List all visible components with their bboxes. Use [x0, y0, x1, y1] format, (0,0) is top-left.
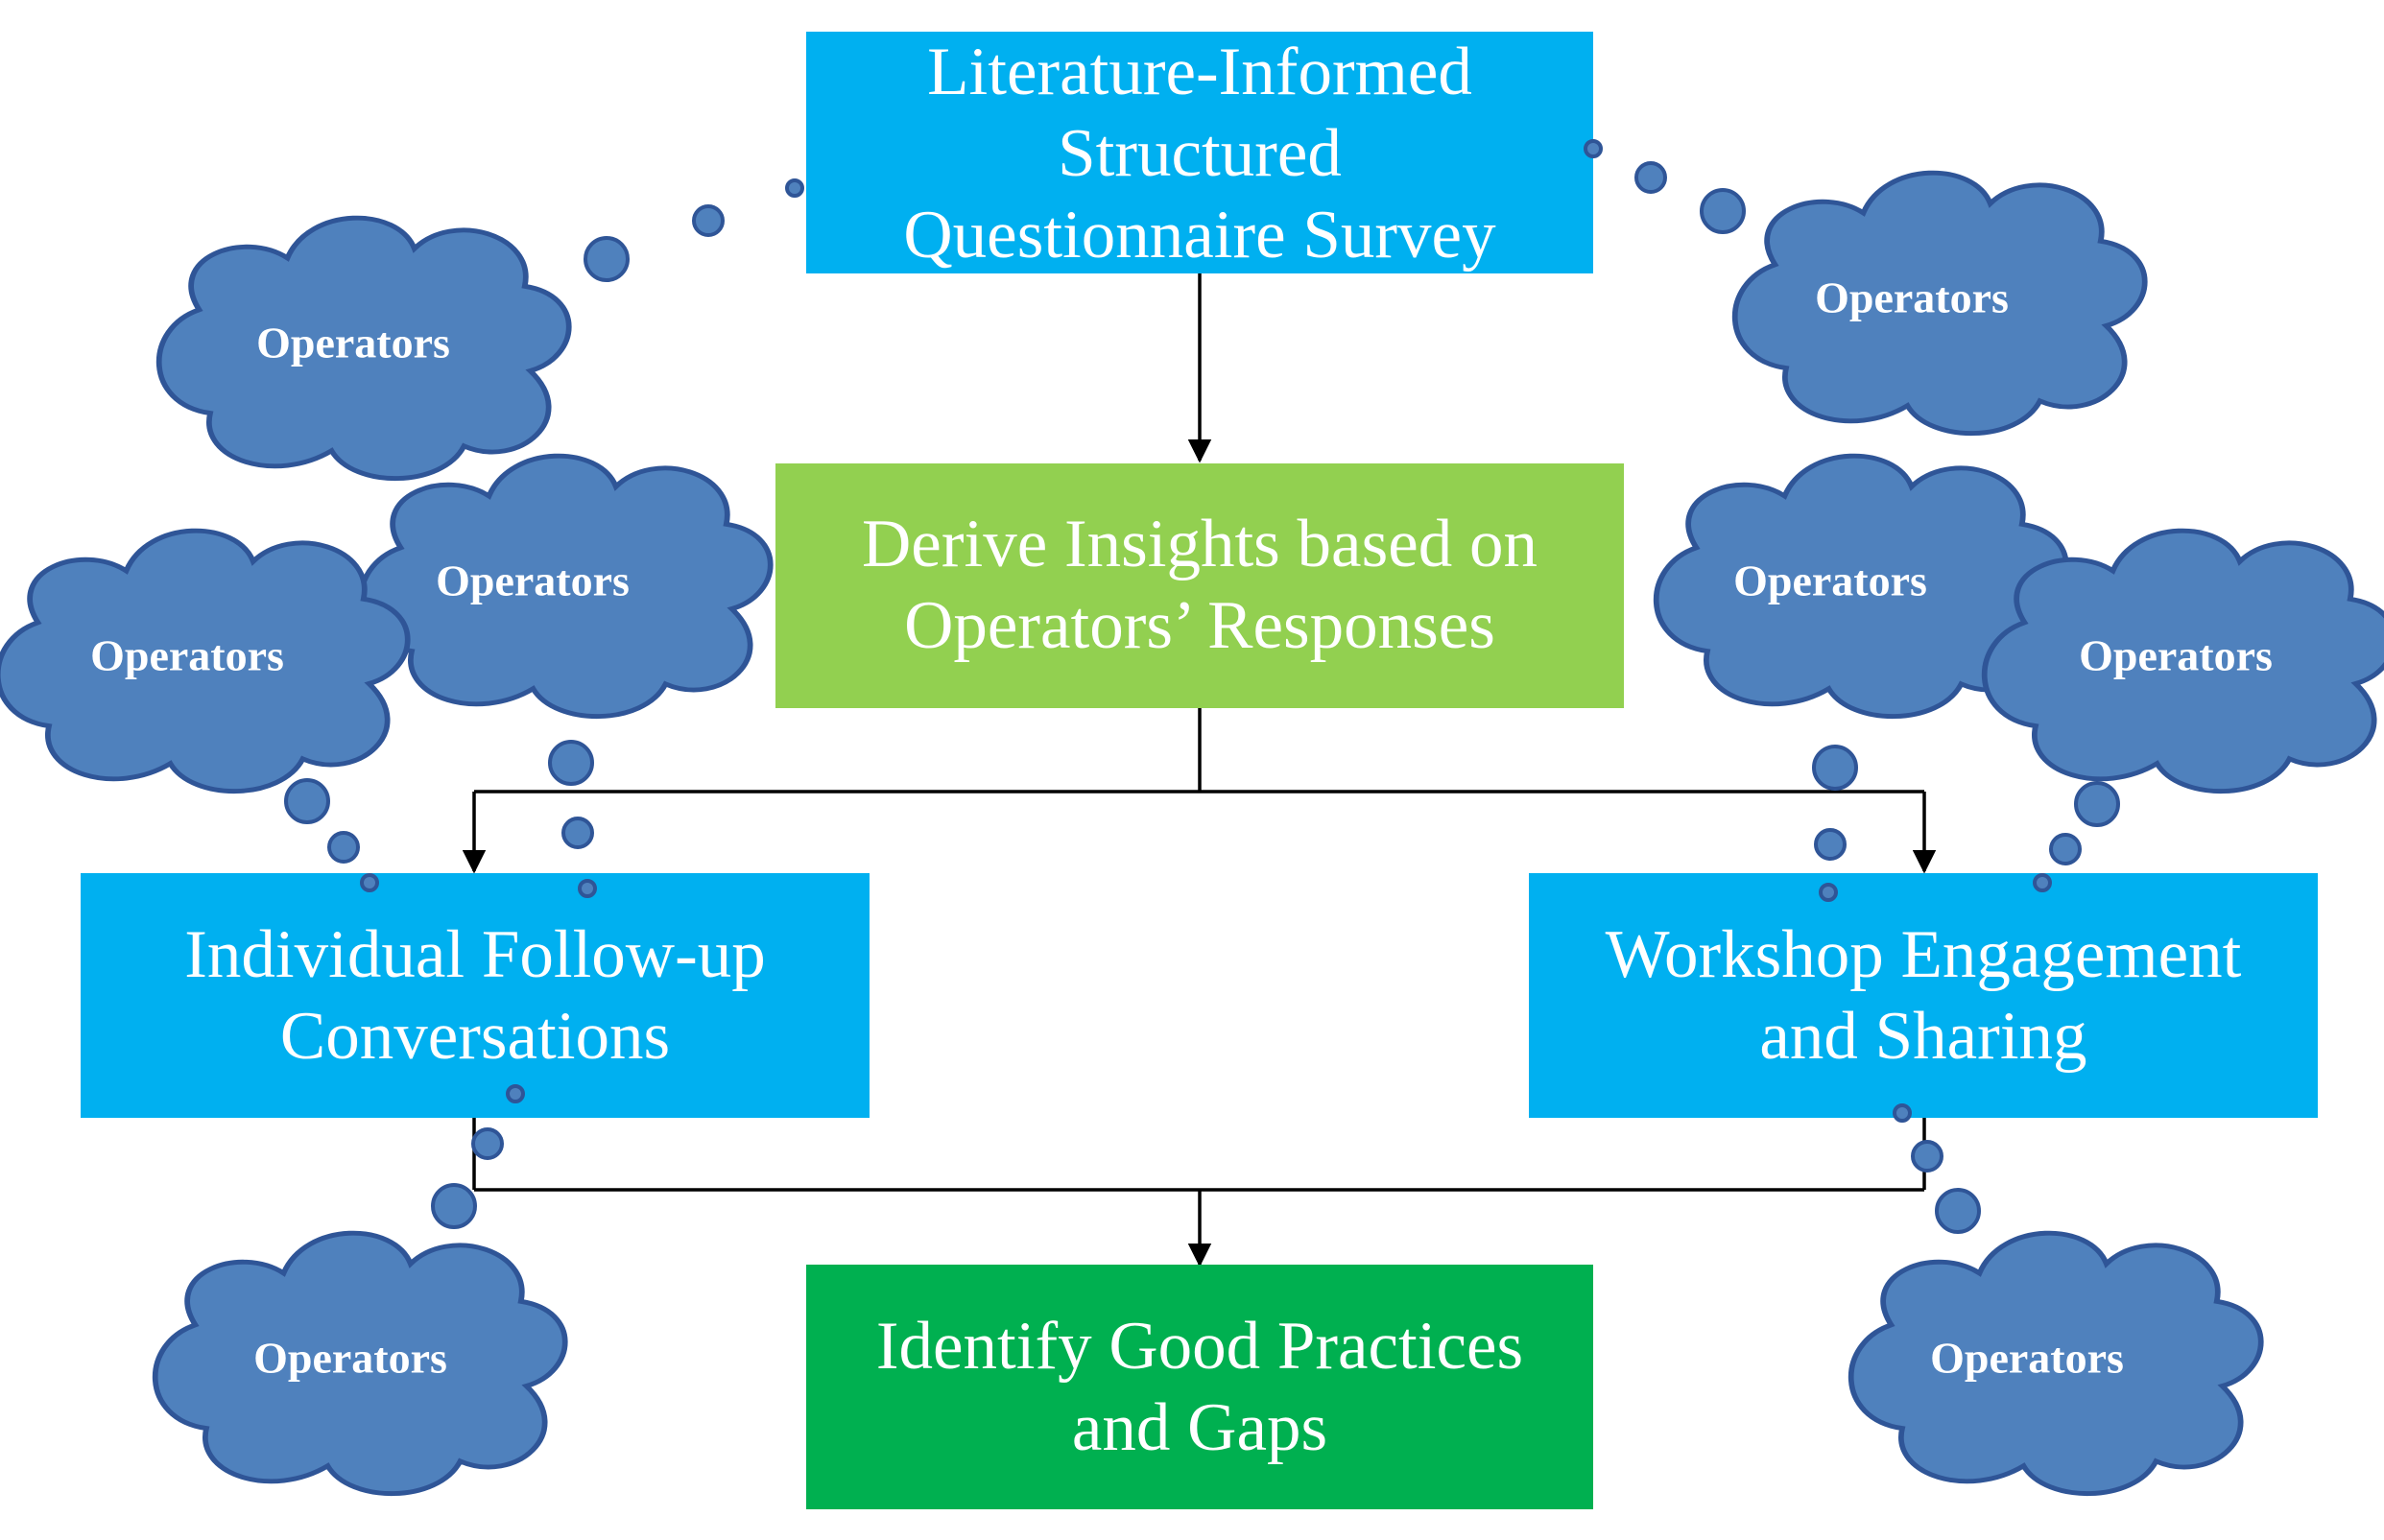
bubble-dot [2049, 833, 2082, 865]
cloud-2-label: Operators [1815, 273, 2009, 322]
cloud-6-label: Operators [2079, 631, 2273, 680]
bubble-dot [1911, 1140, 1943, 1173]
bubble-dot [548, 740, 594, 786]
bubble-dot [1893, 1103, 1912, 1123]
box-followup-line-2: Conversations [280, 999, 670, 1074]
box-insights-line-1: Derive Insights based on [862, 507, 1538, 581]
bubble-dot [284, 778, 330, 824]
box-practices: Identify Good Practices and Gaps [806, 1265, 1593, 1509]
cloud-4-label: Operators [90, 631, 284, 680]
box-survey-line-1: Literature-Informed [927, 35, 1472, 109]
bubble-dot [1700, 188, 1746, 234]
bubble-dot [1935, 1188, 1981, 1234]
cloud-1-label: Operators [256, 319, 450, 367]
bubble-dot [1634, 161, 1667, 194]
bubble-dot [2033, 873, 2052, 892]
bubble-dot [1819, 883, 1838, 902]
thought-bubbles [284, 139, 2120, 1234]
connectors [462, 273, 1937, 1268]
box-survey: Literature-Informed Structured Questionn… [806, 32, 1593, 273]
box-insights-line-2: Operators’ Responses [904, 588, 1495, 663]
bubble-dot [584, 236, 630, 282]
box-insights: Derive Insights based on Operators’ Resp… [775, 463, 1624, 708]
box-followup: Individual Follow-up Conversations [81, 873, 870, 1118]
box-survey-line-3: Questionnaire Survey [903, 198, 1496, 272]
bubble-dot [578, 879, 597, 898]
cloud-7-label: Operators [253, 1334, 447, 1383]
bubble-dot [431, 1183, 477, 1229]
bubble-dot [360, 873, 379, 892]
box-workshop-line-2: and Sharing [1759, 999, 2086, 1074]
bubble-dot [2074, 781, 2120, 827]
bubble-dot [1584, 139, 1603, 158]
bubble-dot [471, 1127, 504, 1160]
box-followup-line-1: Individual Follow-up [184, 917, 765, 992]
box-practices-line-2: and Gaps [1072, 1390, 1327, 1465]
box-survey-line-2: Structured [1058, 116, 1342, 191]
cloud-8-label: Operators [1930, 1334, 2124, 1383]
box-workshop: Workshop Engagement and Sharing [1529, 873, 2318, 1118]
bubble-dot [785, 178, 804, 198]
cloud-3-label: Operators [436, 557, 630, 605]
box-workshop-line-1: Workshop Engagement [1606, 917, 2242, 992]
cloud-5-label: Operators [1733, 557, 1927, 605]
bubble-dot [506, 1084, 525, 1103]
box-practices-line-1: Identify Good Practices [876, 1309, 1523, 1384]
bubble-dot [1812, 745, 1858, 791]
bubble-dot [692, 204, 725, 237]
bubble-dot [561, 817, 594, 849]
bubble-dot [327, 831, 360, 864]
bubble-dot [1814, 828, 1847, 861]
